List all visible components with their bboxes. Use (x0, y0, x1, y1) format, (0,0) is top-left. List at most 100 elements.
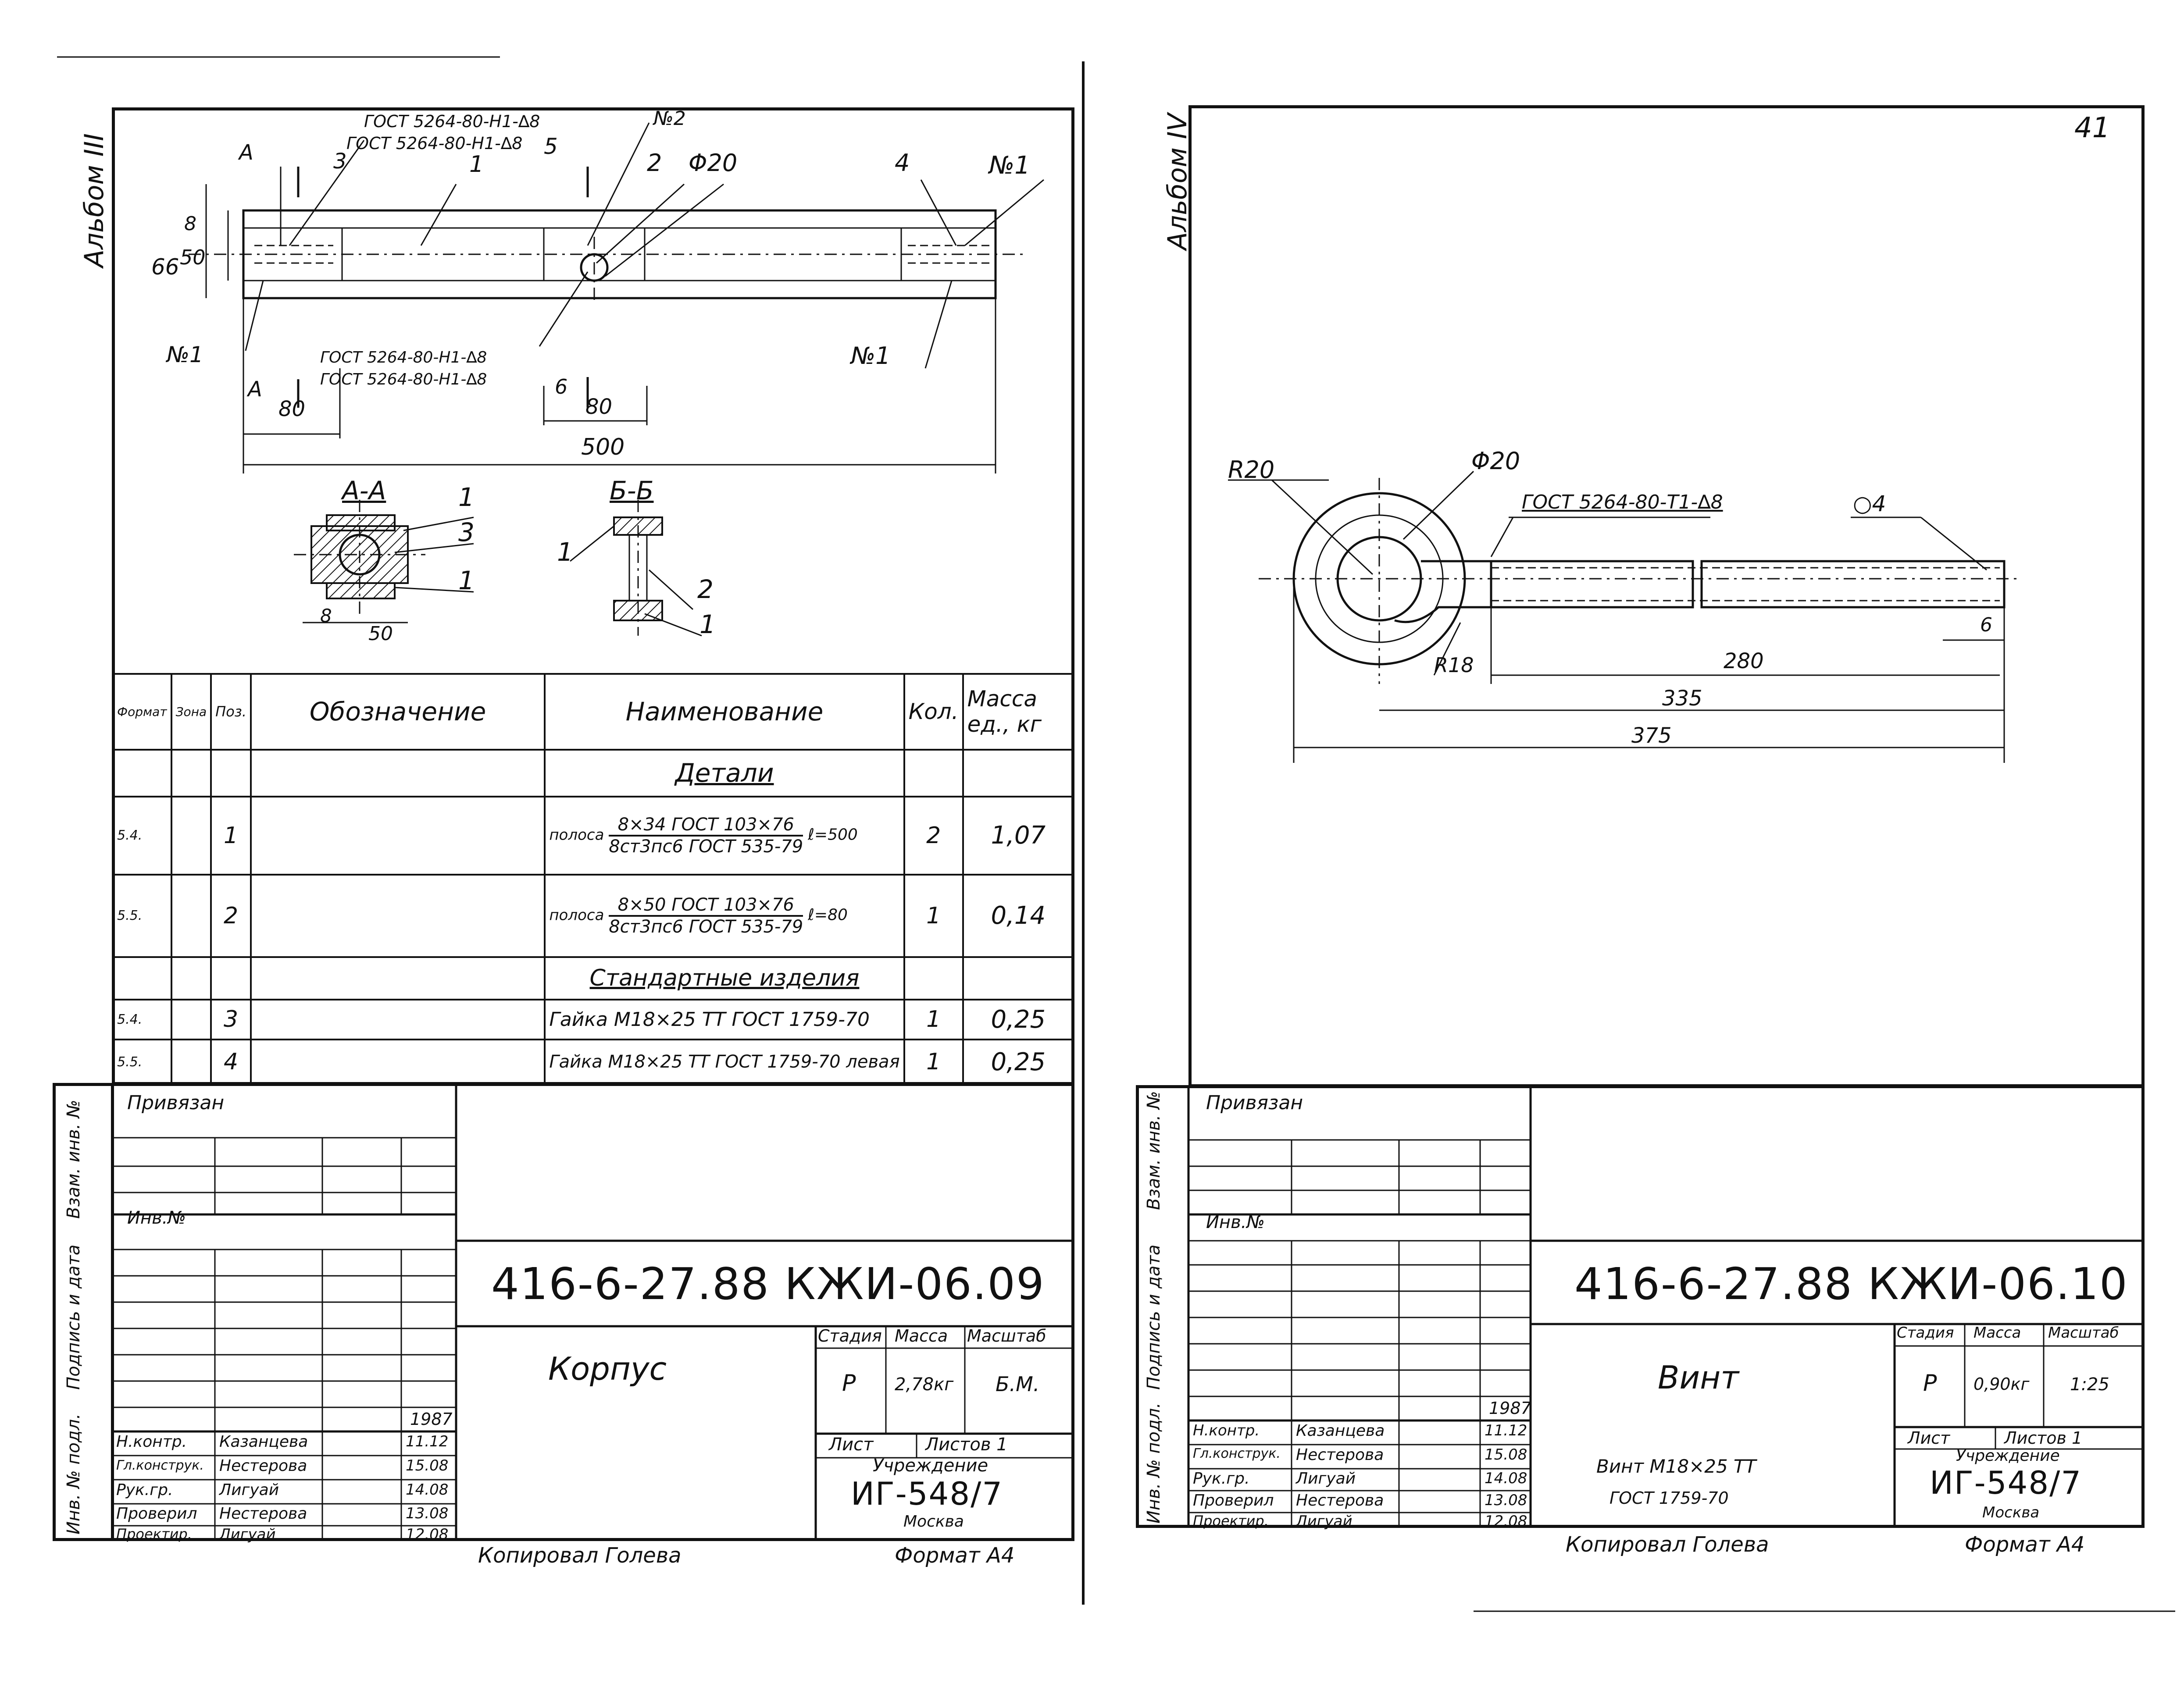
left-s3: 3 (458, 517, 475, 547)
right-org2: ИГ-548/7 (1930, 1464, 2082, 1501)
spec-h-mass: Масса ед., кг (962, 673, 1075, 751)
right-footer-copied: Копировал Голева (1566, 1532, 1769, 1557)
right-sheet: Лист (1908, 1428, 1950, 1448)
right-signer-2: Гл.конструк. (1193, 1446, 1281, 1461)
left-s1b: 1 (458, 566, 475, 595)
left-dim-8: 8 (184, 213, 196, 235)
right-dim-335: 335 (1662, 686, 1702, 711)
left-sheet: Лист (829, 1435, 874, 1455)
left-s1d: 1 (699, 609, 716, 639)
left-scale-header: Масштаб (967, 1326, 1046, 1346)
left-year: 1987 (410, 1410, 453, 1429)
left-n2: №2 (653, 107, 686, 130)
spec-h-designation: Обозначение (250, 673, 546, 751)
right-dim-6: 6 (1980, 614, 1992, 636)
right-page-no: 41 (2074, 112, 2110, 144)
left-mass: 2,78кг (895, 1374, 954, 1395)
right-footer-format: Формат А4 (1965, 1532, 2085, 1557)
left-pos2: 2 (647, 149, 662, 177)
left-signer-2-name: Нестерова (219, 1457, 307, 1475)
left-signer-4: Проверил (116, 1505, 197, 1523)
right-doc-title: Винт (1658, 1359, 1739, 1396)
right-signer-4: Проверил (1193, 1492, 1274, 1510)
right-gost: ГОСТ 5264-80-Т1-∆8 (1522, 491, 1723, 513)
right-sheets: Листов 1 (2004, 1428, 2083, 1448)
right-org3: Москва (1982, 1504, 2040, 1521)
left-sheets: Листов 1 (925, 1435, 1008, 1455)
left-signer-2: Гл.конструк. (116, 1458, 204, 1473)
left-s1c: 1 (557, 537, 573, 567)
left-footer-copied: Копировал Голева (478, 1543, 682, 1568)
left-privyazan: Привязан (127, 1092, 225, 1114)
spec-section-standard: Стандартные изделия (544, 956, 905, 1000)
right-o4: ○4 (1853, 491, 1886, 516)
right-signer-1: Н.контр. (1193, 1422, 1260, 1439)
right-signer-3: Рук.гр. (1193, 1470, 1250, 1488)
left-stage: Р (842, 1370, 856, 1396)
right-scale-header: Масштаб (2048, 1324, 2119, 1342)
spec-h-qty: Кол. (903, 673, 964, 751)
right-mass: 0,90кг (1973, 1374, 2030, 1394)
right-r20: R20 (1228, 456, 1275, 484)
left-pos5: 5 (544, 134, 558, 159)
left-s1a: 1 (458, 482, 475, 512)
left-signer-3: Рук.гр. (116, 1481, 173, 1499)
right-signer-1-date: 11.12 (1485, 1422, 1527, 1439)
left-section-bb: Б-Б (610, 476, 654, 506)
right-phi20: Φ20 (1471, 447, 1520, 475)
left-footer-format: Формат А4 (895, 1543, 1015, 1568)
spec-row-1: 5.4. 1 полоса 8×34 ГОСТ 103×76 8ст3пс6 Г… (112, 795, 1075, 876)
left-dim-80a: 80 (278, 397, 306, 421)
right-signer-5: Проектир. (1193, 1513, 1269, 1529)
left-title-frame (53, 1083, 1074, 1541)
left-stage-header: Стадия (818, 1326, 882, 1346)
left-gost-label-1: ГОСТ 5264-80-Н1-∆8 (364, 112, 540, 131)
right-signer-2-name: Нестерова (1296, 1446, 1384, 1464)
right-screw-drawing (1228, 470, 2017, 763)
spec-h-zone: Зона (170, 673, 212, 751)
spec-section-details: Детали (544, 748, 905, 797)
left-dim-50s: 50 (368, 623, 393, 645)
left-dim-8s: 8 (320, 605, 332, 627)
right-stage-header: Стадия (1897, 1324, 1954, 1342)
right-signer-3-date: 14.08 (1485, 1470, 1527, 1487)
spec-h-pos: Поз. (210, 673, 252, 751)
left-gost-label-2: ГОСТ 5264-80-Н1-∆8 (346, 134, 523, 153)
left-n1-right: №1 (989, 151, 1030, 180)
right-mass-header: Масса (1973, 1324, 2021, 1342)
right-signer-4-date: 13.08 (1485, 1492, 1527, 1509)
right-signer-1-name: Казанцева (1296, 1422, 1385, 1440)
left-signer-3-date: 14.08 (406, 1481, 449, 1499)
right-signer-4-name: Нестерова (1296, 1492, 1384, 1510)
left-signer-2-date: 15.08 (406, 1457, 449, 1474)
right-signer-5-date: 12.08 (1485, 1513, 1527, 1530)
left-dim-50: 50 (180, 246, 206, 269)
left-pos3: 3 (333, 149, 347, 174)
left-signer-1-name: Казанцева (219, 1433, 308, 1451)
right-inv-no: Инв.№ (1206, 1212, 1265, 1232)
left-org3: Москва (903, 1513, 964, 1531)
left-signer-1-date: 11.12 (406, 1433, 449, 1450)
right-subtitle-1: Винт М18×25 ТТ (1596, 1456, 1756, 1477)
left-phi20: Φ20 (689, 149, 738, 177)
right-title-frame (1136, 1085, 2145, 1528)
right-year: 1987 (1489, 1399, 1531, 1418)
left-doc-title: Корпус (548, 1350, 667, 1387)
left-signer-5: Проектир. (116, 1526, 192, 1542)
left-section-aa: А-А (342, 476, 386, 506)
left-signer-4-name: Нестерова (219, 1505, 307, 1523)
left-mass-header: Масса (895, 1326, 948, 1346)
left-gost-label-3: ГОСТ 5264-80-Н1-∆8 (320, 349, 487, 367)
left-org1: Учреждение (873, 1456, 989, 1476)
right-signer-2-date: 15.08 (1485, 1446, 1527, 1463)
left-gost-label-4: ГОСТ 5264-80-Н1-∆8 (320, 370, 487, 388)
spec-h-name: Наименование (544, 673, 905, 751)
left-sec-a-bottom: А (248, 377, 262, 402)
left-pos6: 6 (555, 375, 568, 399)
left-sec-a-top: А (239, 140, 253, 165)
left-signer-5-date: 12.08 (406, 1526, 449, 1543)
spec-row-2: 5.5. 2 полоса 8×50 ГОСТ 103×76 8ст3пс6 Г… (112, 873, 1075, 958)
